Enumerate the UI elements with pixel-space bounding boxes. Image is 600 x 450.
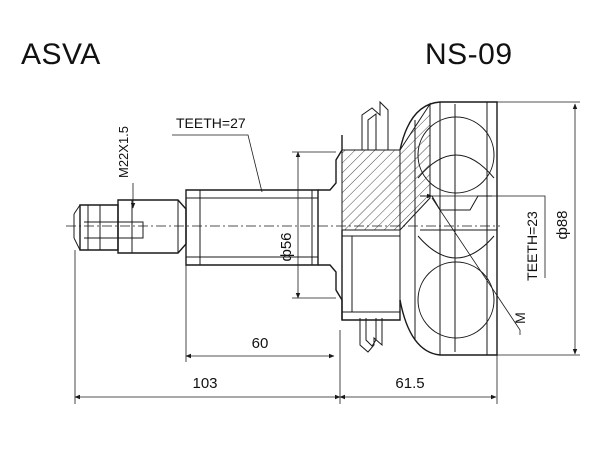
dim-103-label: 103 bbox=[192, 375, 217, 392]
dim-56-label: ф56 bbox=[278, 232, 295, 261]
dim-60 bbox=[185, 265, 335, 362]
m-label: M bbox=[512, 312, 528, 324]
dim-103 bbox=[74, 250, 341, 404]
dim-61-5 bbox=[339, 355, 498, 404]
threaded-stub bbox=[73, 204, 144, 251]
thread-label: M22X1.5 bbox=[116, 126, 131, 178]
dust-boot bbox=[359, 100, 389, 353]
m-callout bbox=[431, 197, 521, 335]
dim-88-label: ф88 bbox=[554, 210, 571, 239]
neck-upper bbox=[318, 135, 343, 191]
shaft-body-lower bbox=[341, 230, 401, 321]
dim-88 bbox=[497, 101, 580, 356]
neck-lower bbox=[318, 264, 343, 320]
dim-60-label: 60 bbox=[252, 335, 269, 352]
teeth-23-label: TEETH=23 bbox=[524, 211, 540, 281]
inner-race bbox=[417, 116, 497, 339]
teeth-27-label: TEETH=27 bbox=[176, 115, 246, 131]
teeth-23-callout bbox=[432, 195, 546, 278]
dim-56 bbox=[292, 151, 336, 299]
bell-housing bbox=[399, 101, 498, 356]
brand-label: ASVA bbox=[21, 38, 101, 71]
collar bbox=[117, 199, 187, 254]
dim-61-5-label: 61.5 bbox=[395, 375, 424, 392]
part-number: NS-09 bbox=[425, 38, 513, 71]
outer-race-section bbox=[341, 102, 431, 231]
teeth-27-callout bbox=[172, 134, 263, 193]
